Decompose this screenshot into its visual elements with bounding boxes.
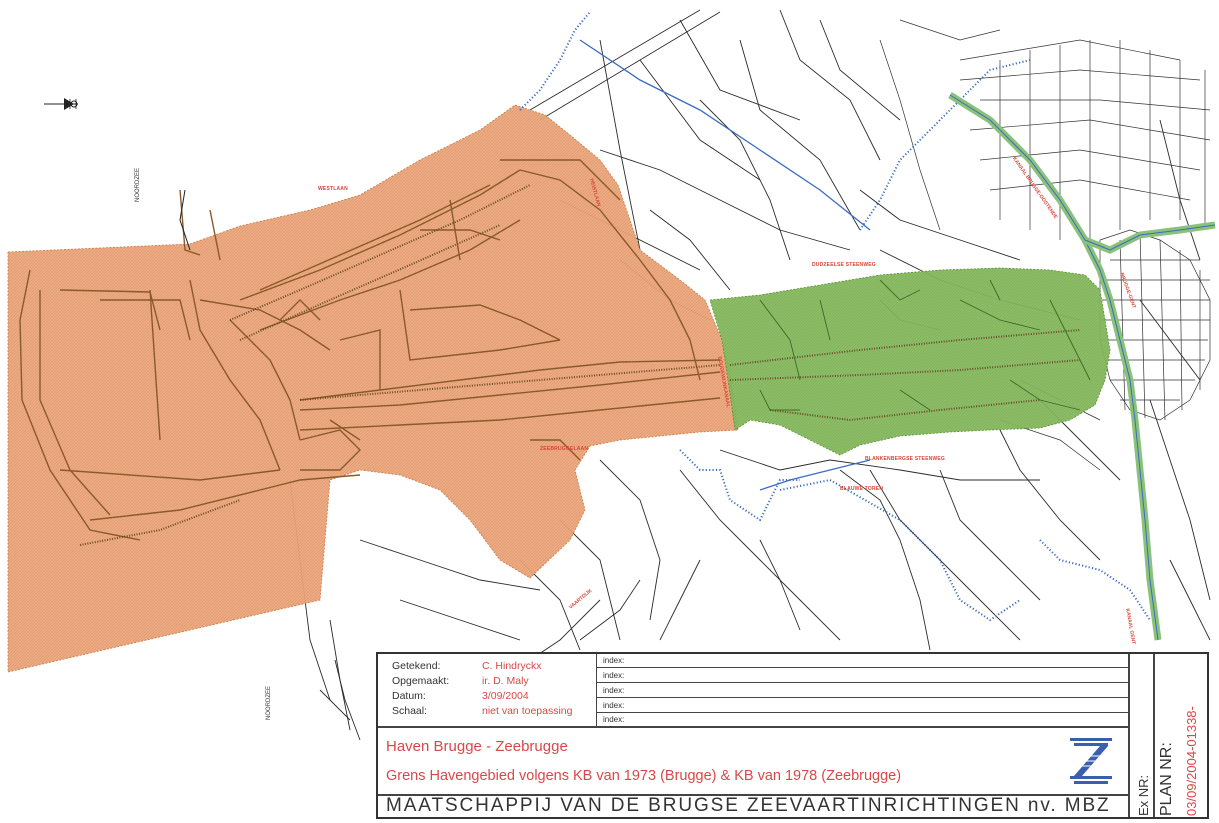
plan-title: Haven Brugge - Zeebrugge [386,738,568,755]
city-grid [879,19,1211,471]
label-noordzee-bottom: NOORDZEE [266,685,272,720]
port-infrastructure [19,159,721,541]
label-blankenbergse-steenweg: BLANKENBERGSE STEENWEG [865,456,945,462]
title-block: Getekend: C. Hindryckx Opgemaakt: ir. D.… [376,652,1209,819]
boundary-line [579,39,871,231]
mbz-logo-icon [1070,738,1112,784]
zone-zeebrugge [7,104,739,673]
canal [948,92,1216,641]
opgemaakt-value: ir. D. Maly [482,675,529,687]
brugge-infrastructure [759,279,1091,411]
label-dudzeelse-steenweg: DUDZEELSE STEENWEG [812,262,876,268]
label-westlaan: WESTLAAN [318,186,348,192]
index-3: index: [603,686,625,695]
datum-label: Datum: [392,690,426,702]
zone-brugge [709,267,1111,456]
boundary-line-south [759,459,871,491]
getekend-label: Getekend: [392,660,441,672]
index-4: index: [603,701,625,710]
coastline [179,189,191,251]
label-blauwe-toren: BLAUWE TOREN [840,486,884,492]
index-5: index: [603,715,625,724]
ex-nr-label: Ex NR: [1136,774,1151,816]
datum-value: 3/09/2004 [482,690,529,702]
north-arrow-icon [44,98,78,110]
opgemaakt-label: Opgemaakt: [392,675,450,687]
boundary-dotted [519,11,1151,622]
organisation-name: MAATSCHAPPIJ VAN DE BRUGSE ZEEVAARTINRIC… [386,795,1111,816]
label-noordzee-top: NOORDZEE [135,167,141,202]
label-zeebruggelaan: ZEEBRUGGELAAN [540,446,589,452]
getekend-value: C. Hindryckx [482,660,542,672]
plan-nr-label: PLAN NR: [1158,742,1175,816]
plan-subtitle: Grens Havengebied volgens KB van 1973 (B… [386,768,902,784]
railway-lines [79,184,1081,546]
index-2: index: [603,671,625,680]
schaal-value: niet van toepassing [482,705,573,717]
index-1: index: [603,656,625,665]
coastal-roads [319,559,701,741]
plan-nr-value: 03/09/2004-01338- [1184,706,1199,816]
schaal-label: Schaal: [392,705,428,717]
